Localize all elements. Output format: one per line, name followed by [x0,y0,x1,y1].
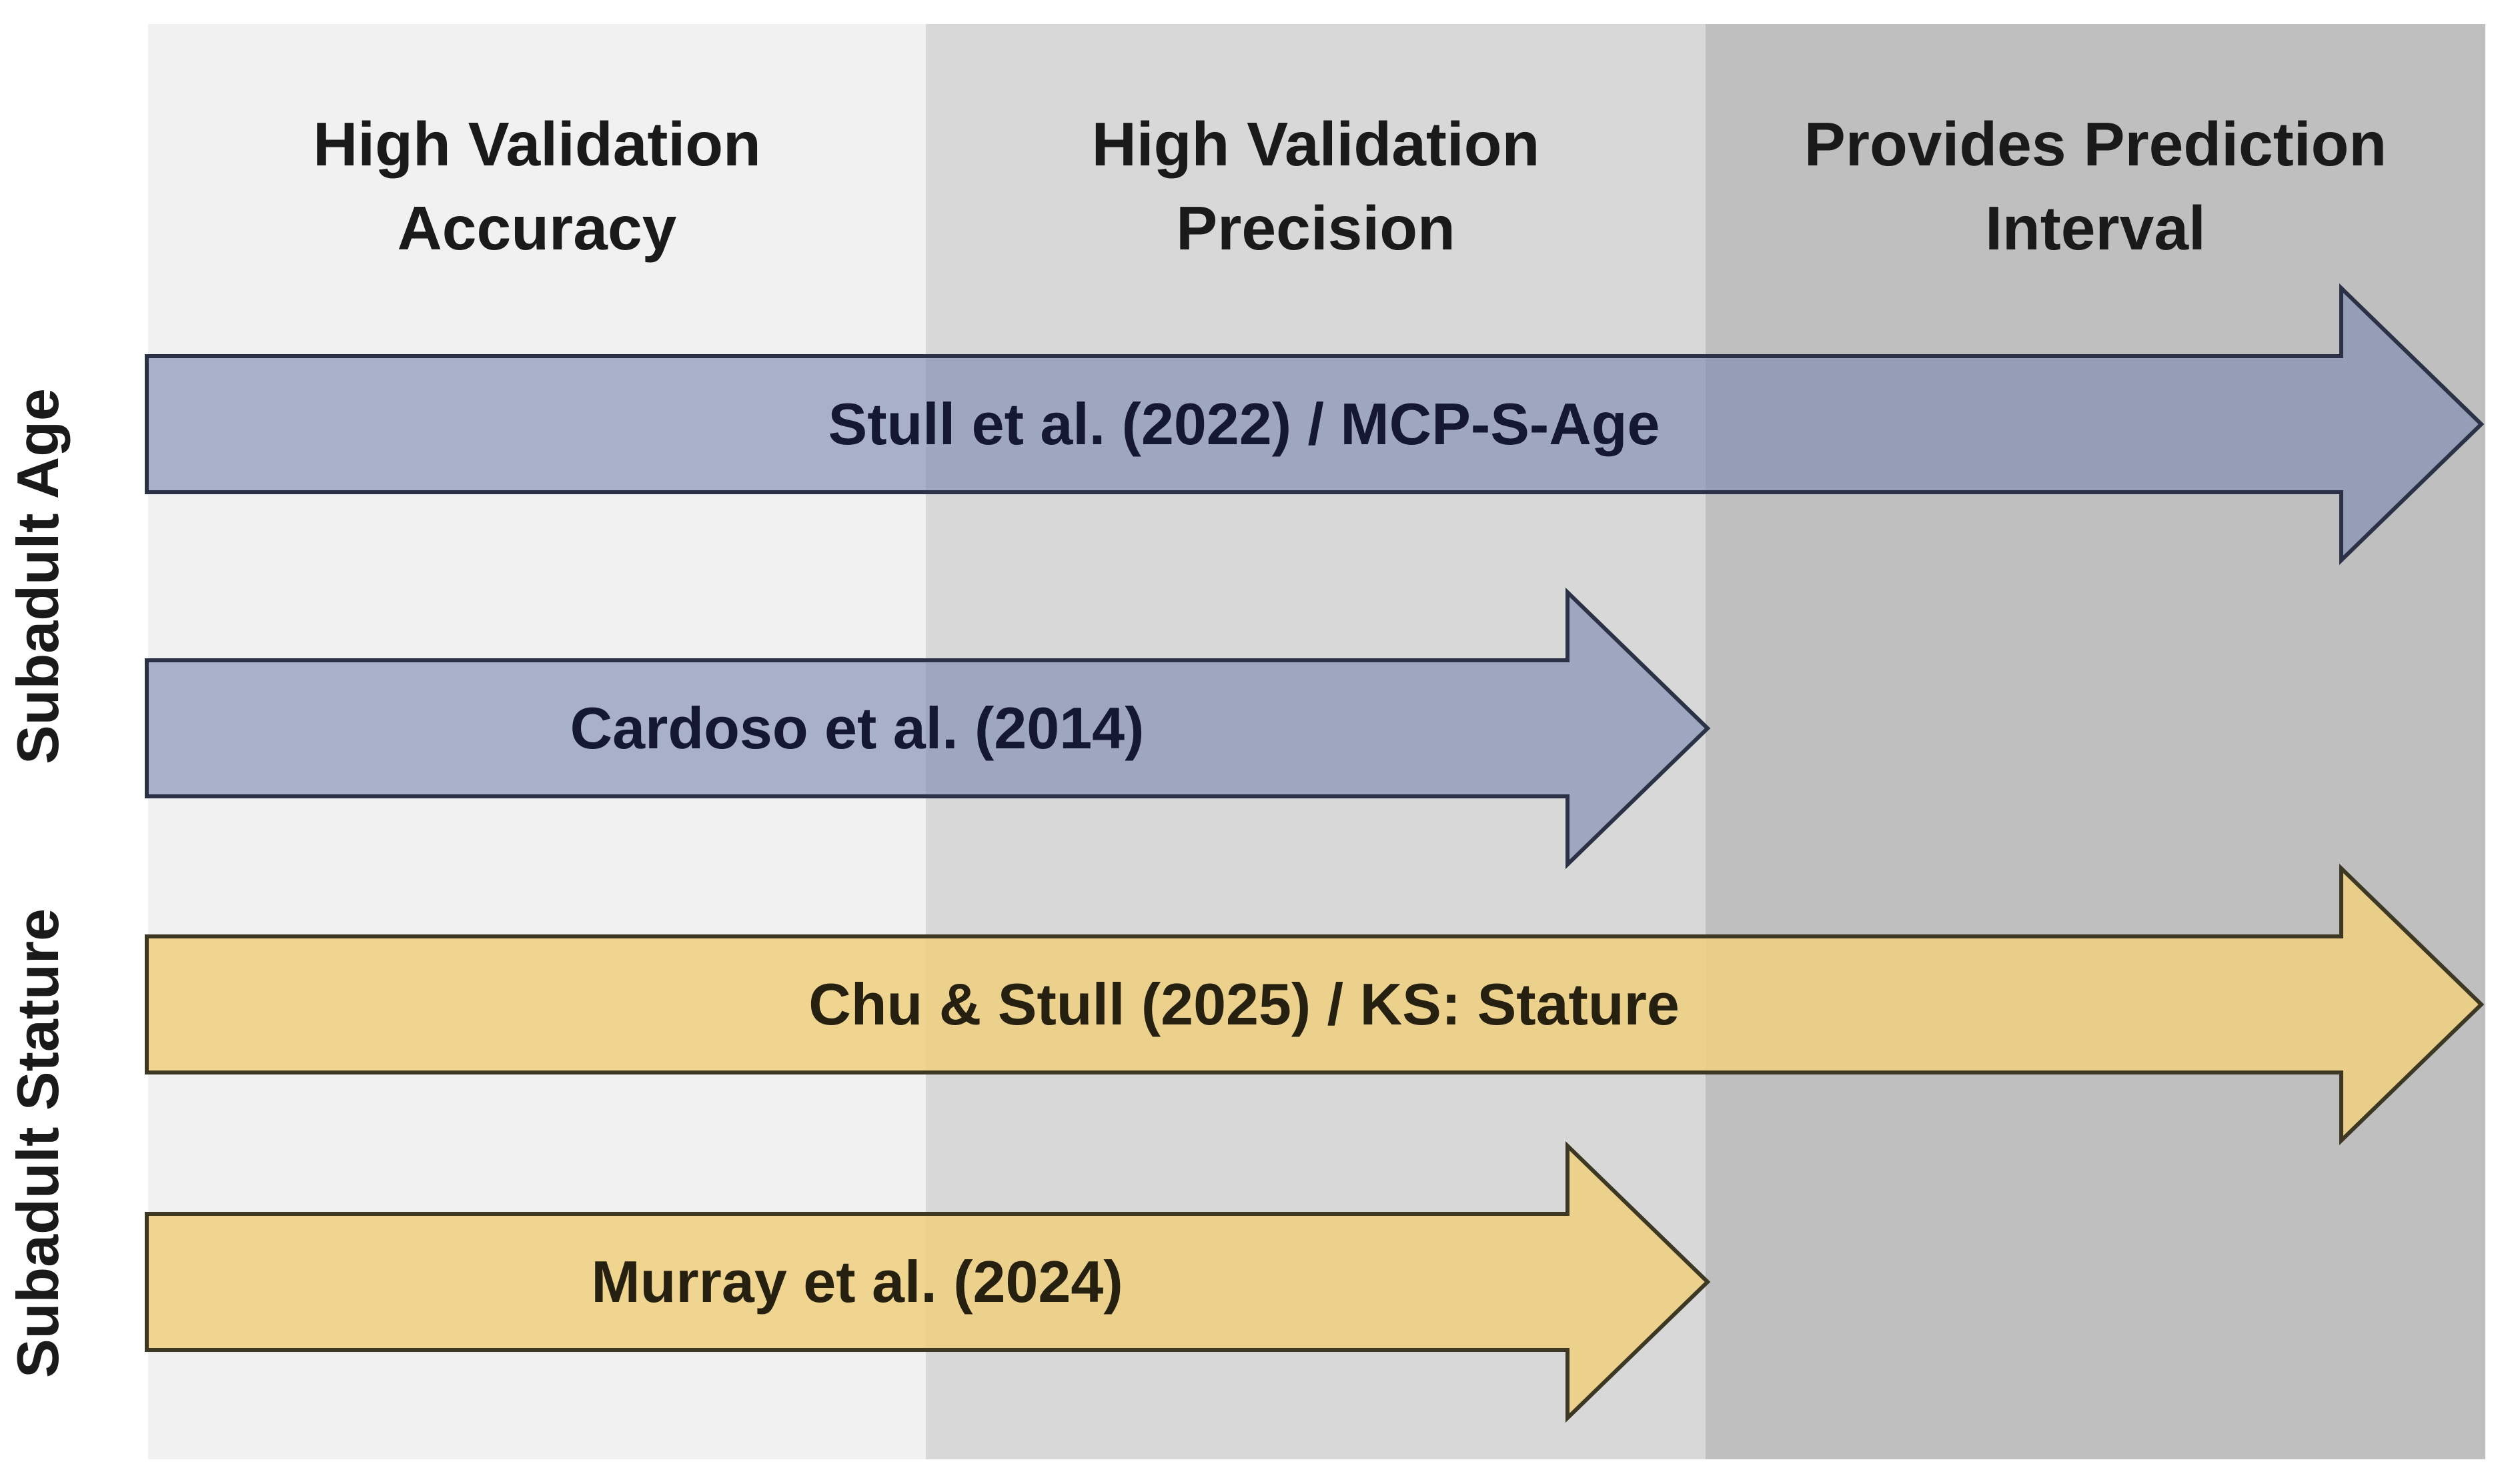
arrow-chu-stull-2025 [145,863,2485,1146]
arrow-stull-2022 [145,283,2485,566]
arrow-murray-2024 [145,1141,1711,1423]
arrow-murray-2024-shape [145,1141,1711,1423]
arrow-label-murray-2024: Murray et al. (2024) [591,1249,1123,1315]
arrow-cardoso-2014 [145,587,1711,870]
column-header-prediction-interval: Provides Prediction Interval [1804,109,2387,263]
arrow-label-cardoso-2014: Cardoso et al. (2014) [570,695,1145,761]
column-header-accuracy: High Validation Accuracy [313,109,761,263]
arrow-label-stull-2022: Stull et al. (2022) / MCP-S-Age [828,391,1660,457]
arrow-cardoso-2014-shape [145,587,1711,870]
arrow-stull-2022-shape [145,283,2485,566]
arrow-chu-stull-2025-shape [145,863,2485,1146]
row-label-subadult-age: Subadult Age [5,388,71,764]
column-header-precision: High Validation Precision [1091,109,1540,263]
band-provides-prediction-interval: Provides Prediction Interval [1706,24,2485,1459]
arrow-label-chu-stull-2025: Chu & Stull (2025) / KS: Stature [808,971,1680,1037]
row-label-subadult-stature: Subadult Stature [5,908,71,1379]
